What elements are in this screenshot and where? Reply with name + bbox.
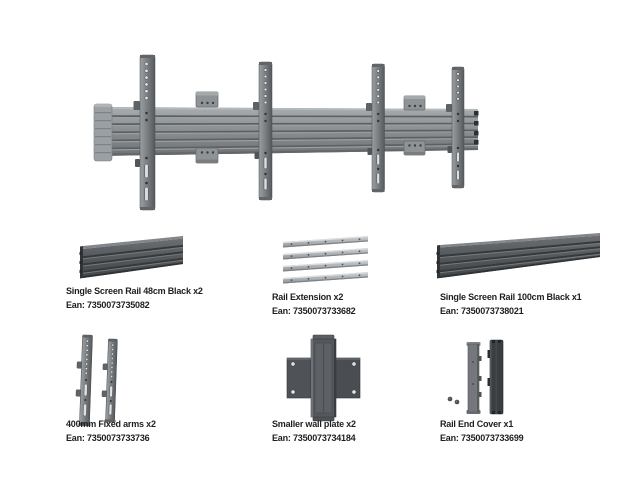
rail-extension-illustration [283, 236, 368, 284]
part-name: Single Screen Rail 100cm Black x1 [440, 292, 582, 302]
rail-left-end-cap [93, 103, 113, 162]
end-cover-half-dark [487, 339, 504, 415]
wall-plate-on-rail-bottom-right [403, 140, 426, 156]
part-name: Rail End Cover x1 [440, 419, 514, 429]
vertical-rail-1 [133, 54, 156, 211]
assembled-mount-illustration [93, 54, 479, 211]
fixed-arm [75, 334, 93, 427]
part-ean: Ean: 7350073733736 [66, 433, 150, 443]
hero-assembly-figure [55, 40, 495, 220]
part-ean: Ean: 7350073733699 [440, 433, 524, 443]
vertical-rail-4 [446, 66, 465, 189]
end-cover-half-light [466, 342, 482, 414]
part-card-wall-plate: Smaller wall plate x2 Ean: 7350073734184 [272, 333, 442, 449]
part-ean: Ean: 7350073733682 [272, 306, 356, 316]
rail-right-end-cover [474, 111, 479, 145]
fixed-arms-illustration [75, 334, 118, 427]
part-name: Single Screen Rail 48cm Black x2 [66, 286, 203, 296]
part-card-end-cover: Rail End Cover x1 Ean: 7350073733699 [440, 332, 635, 448]
screws [447, 396, 460, 405]
extension-bar [283, 272, 368, 284]
part-card-rail-extension: Rail Extension x2 Ean: 7350073733682 [272, 228, 442, 320]
part-ean: Ean: 7350073735082 [66, 300, 150, 310]
part-card-rail-100cm: Single Screen Rail 100cm Black x1 Ean: 7… [436, 228, 640, 320]
part-ean: Ean: 7350073738021 [440, 306, 524, 316]
wall-plate-illustration [286, 334, 361, 422]
extension-bar [283, 248, 368, 260]
wall-plate-on-rail-bottom-left [195, 147, 219, 164]
part-ean: Ean: 7350073734184 [272, 433, 356, 443]
extension-bar [283, 260, 368, 272]
extension-bar [283, 236, 368, 248]
vertical-rail-3 [366, 63, 385, 193]
fixed-arm [101, 338, 118, 423]
end-cover-illustration [447, 339, 504, 415]
part-name: Rail Extension x2 [272, 292, 344, 302]
rail-48cm-illustration [79, 236, 183, 279]
wall-plate-on-rail-top-right [403, 95, 426, 111]
part-name: 400mm Fixed arms x2 [66, 419, 156, 429]
rail-100cm-illustration [436, 233, 600, 279]
part-card-rail-48cm: Single Screen Rail 48cm Black x2 Ean: 73… [66, 228, 266, 320]
part-card-fixed-arms: 400mm Fixed arms x2 Ean: 7350073733736 [66, 332, 266, 448]
vertical-rail-2 [253, 61, 273, 201]
wall-plate-on-rail-top-left [195, 91, 219, 108]
part-name: Smaller wall plate x2 [272, 419, 356, 429]
